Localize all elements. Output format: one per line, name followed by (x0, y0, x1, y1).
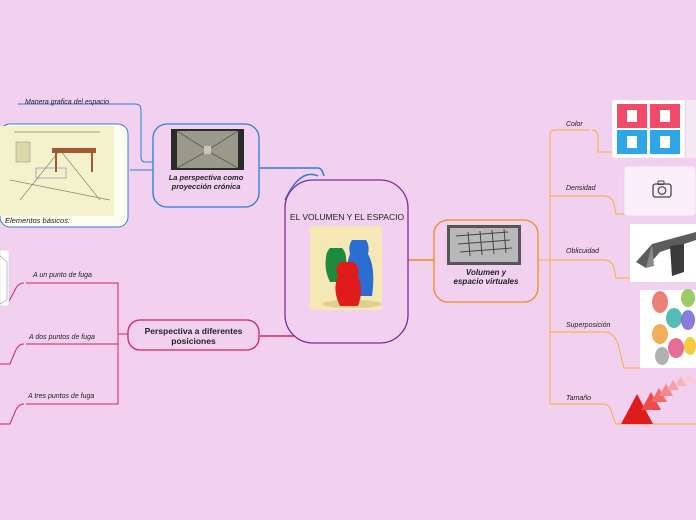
node-perspectiva-posiciones[interactable] (127, 319, 260, 351)
connector-img-tamano (603, 403, 696, 425)
connector-img-dos-puntos (0, 343, 25, 365)
connector-img-tres-puntos (0, 403, 25, 425)
connector-img-superposicion (603, 331, 640, 369)
label-densidad[interactable]: Densidad (566, 185, 596, 192)
color-image (611, 99, 696, 159)
connector-img-oblicuidad (603, 259, 630, 279)
superposition-image (640, 289, 696, 368)
node-perspectiva-posiciones-label: Perspectiva a diferentes posiciones (144, 326, 243, 346)
connector-img-densidad (603, 195, 624, 215)
connector-manera (18, 103, 153, 163)
label-oblicuidad[interactable]: Oblicuidad (566, 248, 600, 255)
label-color[interactable]: Color (566, 121, 583, 128)
camera-icon (652, 180, 672, 198)
label-elementos-basicos[interactable]: Elementos básicos: (5, 216, 71, 225)
connector-un-punto (26, 282, 128, 335)
label-superposicion[interactable]: Superposición (566, 322, 611, 329)
obliquity-image (630, 224, 696, 282)
density-image-placeholder (623, 165, 696, 217)
size-image (621, 374, 695, 424)
one-point-image (0, 249, 10, 307)
connector-img-un-punto (0, 282, 25, 304)
node-volumen-virtuales-label: Volumen y espacio virtuales (453, 268, 519, 286)
connector-tres-puntos (26, 344, 119, 405)
central-title: EL VOLUMEN Y EL ESPACIO (290, 212, 405, 222)
node-perspectiva-cronica-label: La perspectiva como proyección crónica (168, 173, 244, 191)
wire-volume-image (447, 225, 521, 265)
connector-tamano (549, 260, 604, 405)
connector-densidad (549, 195, 604, 260)
label-dos-puntos-fuga[interactable]: A dos puntos de fuga (29, 334, 95, 341)
label-manera-grafica[interactable]: Manera grafica del espacio (25, 99, 110, 106)
connector-img-color (591, 129, 612, 153)
connector-color (538, 129, 590, 261)
label-un-punto-fuga[interactable]: A un punto de fuga (33, 272, 92, 279)
basic-elements-drawing (0, 123, 129, 228)
label-tamano[interactable]: Tamaño (566, 395, 592, 402)
vases-image (310, 226, 382, 310)
perspective-photo (171, 129, 244, 170)
connector-center-left-top-b (260, 167, 325, 177)
label-tres-puntos-fuga[interactable]: A tres puntos de fuga (28, 393, 95, 400)
